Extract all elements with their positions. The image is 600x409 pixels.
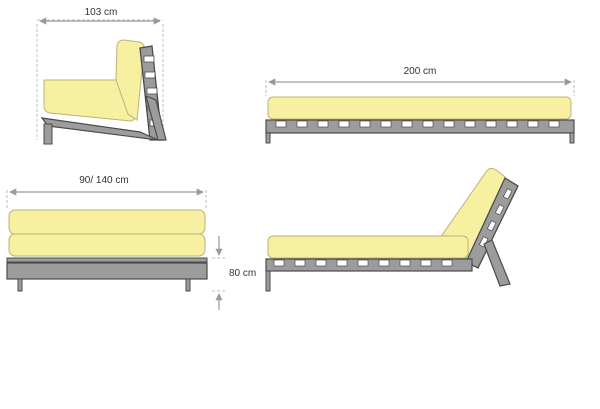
reclined-position-view xyxy=(265,167,519,292)
bed-position-view: 200 cm xyxy=(265,66,575,144)
rear-support-leg xyxy=(145,94,167,141)
front-cushion-top xyxy=(8,209,206,235)
reclined-front-leg xyxy=(265,270,271,292)
reclined-seat-cushion xyxy=(267,235,469,259)
front-width-label: 90/ 140 cm xyxy=(79,175,128,186)
front-frame xyxy=(6,262,208,280)
bed-frame-slats xyxy=(275,120,560,128)
base-rail xyxy=(40,117,159,141)
reclined-back-slats xyxy=(478,188,513,248)
front-frame-top-rail xyxy=(6,257,208,263)
mattress xyxy=(267,96,572,120)
front-cushion-bottom xyxy=(8,233,206,257)
reclined-seat-slats xyxy=(273,259,453,267)
bed-leg-right xyxy=(569,132,575,144)
front-leg-right xyxy=(185,278,191,292)
front-leg-left xyxy=(17,278,23,292)
front-leg xyxy=(43,123,53,145)
front-view: 90/ 140 cm 80 cm xyxy=(6,175,256,310)
bed-leg-left xyxy=(265,132,271,144)
reclined-rear-leg xyxy=(483,239,511,287)
chair-width-label: 103 cm xyxy=(85,7,118,18)
height-label: 80 cm xyxy=(229,268,256,279)
chair-position-view: 103 cm xyxy=(36,7,167,145)
bed-length-label: 200 cm xyxy=(404,66,437,77)
